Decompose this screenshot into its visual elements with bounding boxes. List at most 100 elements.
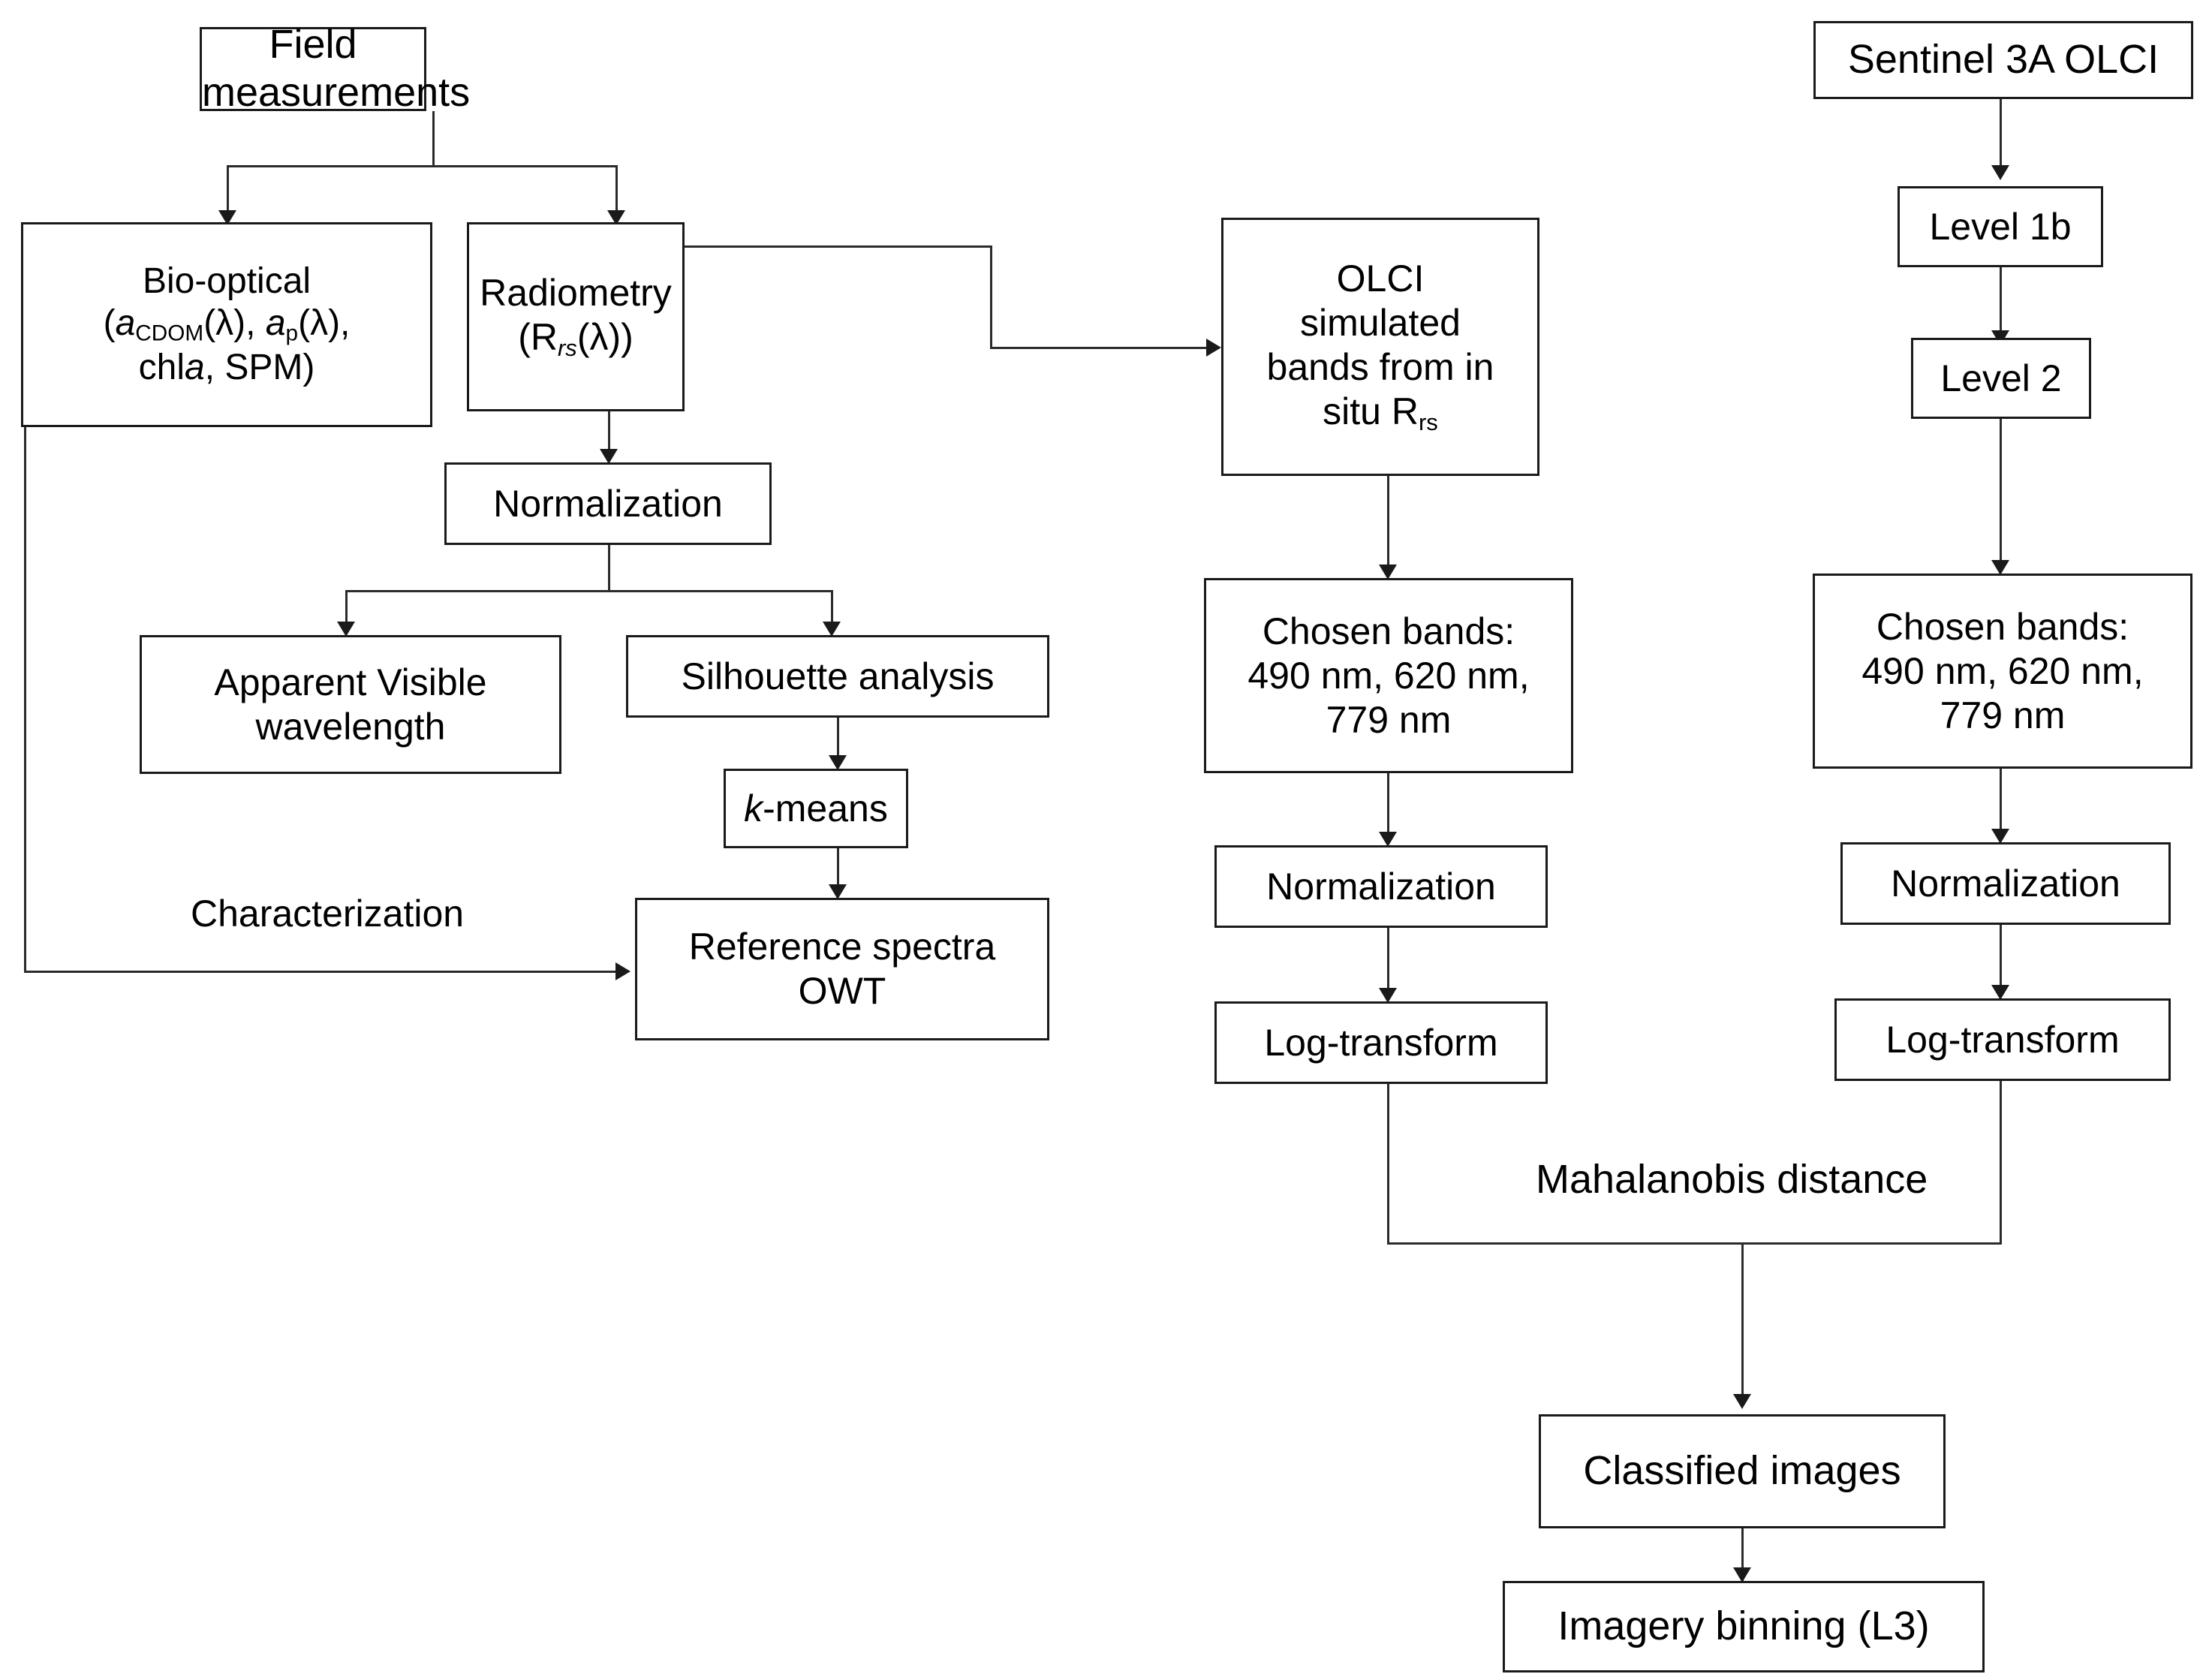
connector-radiometry-to-normalization — [608, 411, 610, 456]
node-level-1b-label: Level 1b — [1929, 205, 2072, 248]
connector-silhouette-to-kmeans — [837, 718, 839, 763]
node-sentinel-3a-olci-label: Sentinel 3A OLCI — [1847, 37, 2159, 83]
arrow-to-radiometry — [607, 210, 625, 225]
connector-classified-to-binning — [1741, 1528, 1744, 1582]
connector-normalization-to-log-mid — [1387, 928, 1389, 995]
symbol-spm: , SPM) — [204, 347, 315, 387]
node-chosen-bands-right-label: Chosen bands: 490 nm, 620 nm, 779 nm — [1861, 605, 2144, 736]
arrow-to-imagery-binning — [1733, 1567, 1751, 1582]
node-apparent-visible-wavelength-label: Apparent Visible wavelength — [214, 661, 487, 748]
arrow-to-log-transform-middle — [1379, 988, 1397, 1003]
node-log-transform-middle[interactable]: Log-transform — [1214, 1001, 1548, 1084]
node-chosen-bands-middle-label: Chosen bands: 490 nm, 620 nm, 779 nm — [1247, 610, 1530, 741]
node-classified-images[interactable]: Classified images — [1539, 1414, 1946, 1528]
connector-split-to-biooptical — [227, 165, 229, 216]
connector-split-to-avw — [345, 590, 348, 629]
symbol-chl: chl — [138, 347, 185, 387]
arrow-to-kmeans — [829, 755, 847, 770]
node-olci-simulated-bands[interactable]: OLCI simulated bands from in situ Rrs — [1221, 218, 1539, 476]
connector-level2-to-chosen-bands-right — [2000, 419, 2002, 568]
node-reference-spectra-owt[interactable]: Reference spectra OWT — [635, 898, 1049, 1040]
node-radiometry[interactable]: Radiometry (Rrs(λ)) — [467, 222, 685, 411]
symbol-a-cdom: a — [115, 303, 136, 344]
node-level-1b[interactable]: Level 1b — [1898, 186, 2103, 267]
arrow-to-reference-spectra — [829, 884, 847, 899]
node-level-2[interactable]: Level 2 — [1911, 338, 2091, 419]
node-classified-images-label: Classified images — [1583, 1448, 1901, 1494]
arrow-to-normalization-right — [1991, 829, 2009, 844]
connector-chosen-to-normalization-mid — [1387, 773, 1389, 839]
node-chosen-bands-middle[interactable]: Chosen bands: 490 nm, 620 nm, 779 nm — [1204, 578, 1573, 773]
arrow-to-level-1b — [1991, 165, 2009, 180]
connector-normalization-split-bar — [345, 590, 833, 592]
symbol-a-p-sub: p — [285, 321, 299, 346]
node-normalization-left[interactable]: Normalization — [444, 462, 772, 545]
node-bio-optical[interactable]: Bio-optical (aCDOM(λ), ap(λ), chla, SPM) — [21, 222, 432, 427]
node-normalization-left-label: Normalization — [493, 482, 723, 525]
node-imagery-binning-label: Imagery binning (L3) — [1557, 1603, 1930, 1649]
connector-level1b-to-level2 — [2000, 267, 2002, 338]
label-characterization: Characterization — [191, 892, 465, 935]
symbol-lambda-1: (λ), — [203, 303, 266, 344]
node-sentinel-3a-olci[interactable]: Sentinel 3A OLCI — [1813, 21, 2193, 99]
label-mahalanobis-distance: Mahalanobis distance — [1536, 1156, 1928, 1203]
connector-normalization-to-log-right — [2000, 925, 2002, 992]
node-level-2-label: Level 2 — [1940, 357, 2062, 399]
connector-normalization-split-stem — [608, 545, 610, 590]
symbol-situ-rrs-pre: situ R — [1323, 390, 1419, 433]
arrow-to-normalization-middle — [1379, 832, 1397, 847]
connector-mahalanobis-to-classified — [1741, 1242, 1744, 1402]
node-bio-optical-line1: Bio-optical — [142, 260, 311, 301]
symbol-rrs-sub: rs — [557, 335, 577, 362]
arrow-to-apparent-visible-wavelength — [337, 622, 355, 637]
connector-split-to-radiometry — [615, 165, 618, 216]
connector-radiometry-to-olci-v — [990, 245, 992, 347]
symbol-situ-rrs-sub: rs — [1418, 409, 1438, 436]
node-radiometry-line1: Radiometry — [480, 272, 672, 315]
connector-kmeans-to-reference — [837, 848, 839, 892]
node-field-measurements-label: Field measurements — [202, 22, 471, 115]
node-chosen-bands-right[interactable]: Chosen bands: 490 nm, 620 nm, 779 nm — [1813, 574, 2192, 769]
node-silhouette-analysis-label: Silhouette analysis — [681, 655, 995, 697]
node-reference-spectra-owt-label: Reference spectra OWT — [688, 926, 996, 1012]
node-normalization-right[interactable]: Normalization — [1840, 842, 2171, 925]
node-silhouette-analysis[interactable]: Silhouette analysis — [626, 635, 1049, 718]
node-olci-simulated-bands-last: situ Rrs — [1216, 390, 1545, 436]
symbol-rrs-pre: (R — [518, 316, 558, 359]
connector-split-to-silhouette — [831, 590, 833, 629]
arrow-to-log-transform-right — [1991, 985, 2009, 1000]
arrow-to-normalization-left — [600, 449, 618, 464]
node-k-means[interactable]: k-means — [724, 769, 908, 848]
arrow-to-classified-images — [1733, 1394, 1751, 1409]
symbol-a-p: a — [265, 303, 286, 344]
connector-olci-to-chosen-bands-mid — [1387, 476, 1389, 572]
node-apparent-visible-wavelength[interactable]: Apparent Visible wavelength — [140, 635, 561, 774]
connector-characterization-v — [24, 425, 26, 971]
node-normalization-middle-label: Normalization — [1266, 865, 1496, 908]
node-normalization-middle[interactable]: Normalization — [1214, 845, 1548, 928]
arrow-to-biooptical — [218, 210, 236, 225]
arrow-to-chosen-bands-mid — [1379, 565, 1397, 580]
node-log-transform-right[interactable]: Log-transform — [1834, 998, 2171, 1081]
node-imagery-binning[interactable]: Imagery binning (L3) — [1503, 1581, 1985, 1672]
node-k-means-suffix: -means — [763, 787, 888, 829]
node-bio-optical-line3: chla, SPM) — [16, 347, 438, 390]
node-log-transform-middle-label: Log-transform — [1264, 1021, 1498, 1064]
node-log-transform-right-label: Log-transform — [1885, 1018, 2120, 1061]
node-normalization-right-label: Normalization — [1891, 862, 2120, 905]
symbol-lambda-2: (λ), — [298, 303, 351, 344]
connector-field-split-bar — [227, 165, 617, 167]
arrow-to-reference-spectra-from-characterization — [615, 962, 631, 980]
arrow-to-silhouette-analysis — [823, 622, 841, 637]
symbol-chl-a: a — [184, 347, 205, 387]
node-field-measurements[interactable]: Field measurements — [200, 22, 470, 115]
connector-radiometry-to-olci-h1 — [685, 245, 992, 248]
connector-log-right-down — [2000, 1081, 2002, 1243]
node-radiometry-line2: (Rrs(λ)) — [462, 315, 690, 362]
symbol-k: k — [744, 787, 763, 829]
connector-mahalanobis-bar — [1387, 1242, 2002, 1245]
connector-chosen-to-normalization-right — [2000, 769, 2002, 836]
connector-field-to-split-stem — [432, 111, 435, 165]
connector-sentinel-to-level1b — [2000, 99, 2002, 173]
